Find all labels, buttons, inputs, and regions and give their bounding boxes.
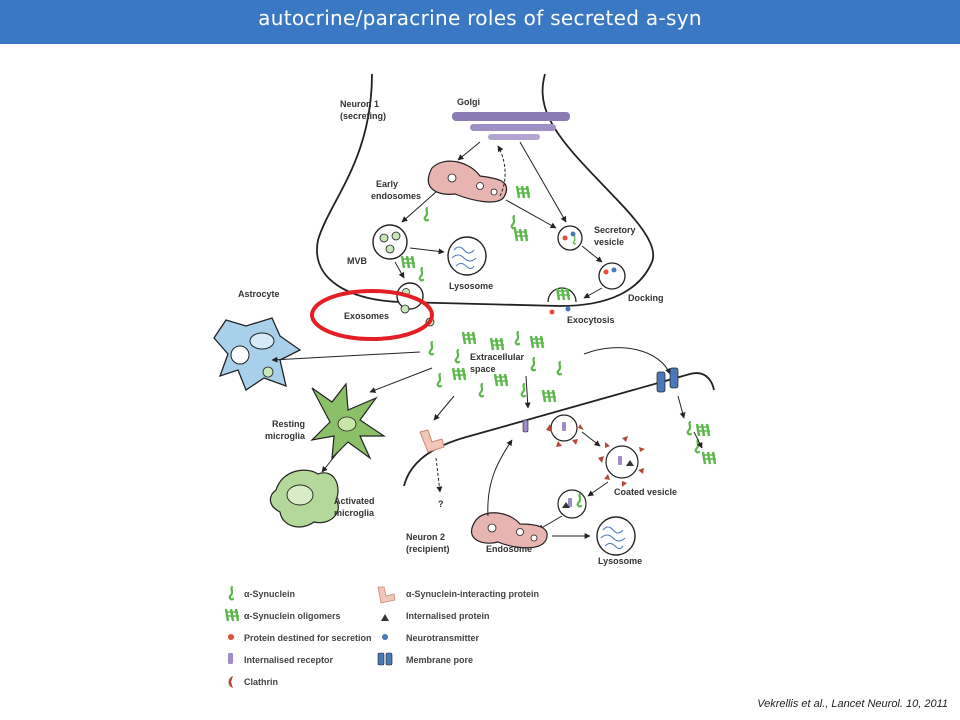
astrocyte-label: Astrocyte (238, 289, 280, 299)
docking-vesicle (598, 262, 626, 290)
coated-vesicle-label: Coated vesicle (614, 487, 677, 497)
endosome-2 (470, 512, 548, 549)
early-endosomes-label-2: endosomes (371, 191, 421, 201)
legend-label: α-Synuclein oligomers (244, 611, 341, 621)
secretory-vesicle-label-2: vesicle (594, 237, 624, 247)
clathrin-pit (546, 414, 584, 447)
lysosome-2-label: Lysosome (598, 556, 642, 566)
interacting-protein-icon (377, 586, 396, 604)
endosome-label: Endosome (486, 544, 532, 554)
legend-label: Internalised receptor (244, 655, 334, 665)
golgi-label: Golgi (457, 97, 480, 107)
astrocyte (213, 317, 302, 391)
legend-label: Neurotransmitter (406, 633, 480, 643)
question-mark: ? (438, 499, 444, 509)
early-endosome (427, 160, 508, 203)
receptor-icon (228, 653, 233, 664)
extracellular-label-2: space (470, 364, 496, 374)
activated-microglia (269, 469, 339, 528)
exocytosis-label: Exocytosis (567, 315, 615, 325)
slide-header: autocrine/paracrine roles of secreted a-… (0, 0, 960, 44)
lysosome-2 (596, 516, 636, 556)
neurotransmitter-icon (382, 634, 388, 640)
activated-microglia-label-2: microglia (334, 508, 375, 518)
legend-label: Membrane pore (406, 655, 473, 665)
lysosome-1 (447, 236, 487, 276)
clathrin-icon (228, 676, 233, 688)
uncoated-vesicle (557, 489, 587, 519)
slide-title: autocrine/paracrine roles of secreted a-… (258, 6, 702, 30)
membrane-pore-icon (377, 652, 385, 666)
internalised-protein-icon (381, 614, 389, 621)
activated-microglia-label: Activated (334, 496, 375, 506)
synuclein-icon (228, 585, 235, 601)
legend-label: Clathrin (244, 677, 278, 687)
neuron2-sub-label: (recipient) (406, 544, 450, 554)
oligomer-icon (224, 607, 241, 623)
lysosome-1-label: Lysosome (449, 281, 493, 291)
legend-label: Protein destined for secretion (244, 633, 372, 643)
citation: Vekrellis et al., Lancet Neurol. 10, 201… (757, 698, 948, 710)
legend-label: α-Synuclein-interacting protein (406, 589, 539, 599)
neuron2-label: Neuron 2 (406, 532, 445, 542)
internalised-receptor (522, 419, 529, 433)
exosomes-highlight (310, 289, 434, 341)
mvb (372, 224, 408, 260)
resting-microglia (310, 382, 386, 460)
membrane-pore (656, 367, 679, 393)
resting-microglia-label-2: microglia (265, 431, 306, 441)
neuron2-membrane (403, 372, 715, 487)
legend: α-Synuclein α-Synuclein oligomers Protei… (224, 585, 539, 688)
mvb-label: MVB (347, 256, 368, 266)
legend-label: Internalised protein (406, 611, 490, 621)
interacting-protein (419, 429, 445, 453)
legend-label: α-Synuclein (244, 589, 295, 599)
neuron1-sub-label: (secreting) (340, 111, 386, 121)
docking-label: Docking (628, 293, 664, 303)
coated-vesicle (598, 436, 645, 487)
resting-microglia-label: Resting (272, 419, 305, 429)
secretion-protein-icon (228, 634, 234, 640)
early-endosomes-label: Early (376, 179, 398, 189)
extracellular-label: Extracellular (470, 352, 525, 362)
secretory-vesicle (557, 225, 583, 251)
exosomes-label: Exosomes (344, 311, 389, 321)
golgi (452, 112, 570, 140)
neuron1-label: Neuron 1 (340, 99, 379, 109)
diagram: Neuron 1 (secreting) Golgi Early endosom… (213, 73, 718, 688)
secretory-vesicle-label: Secretory (594, 225, 636, 235)
